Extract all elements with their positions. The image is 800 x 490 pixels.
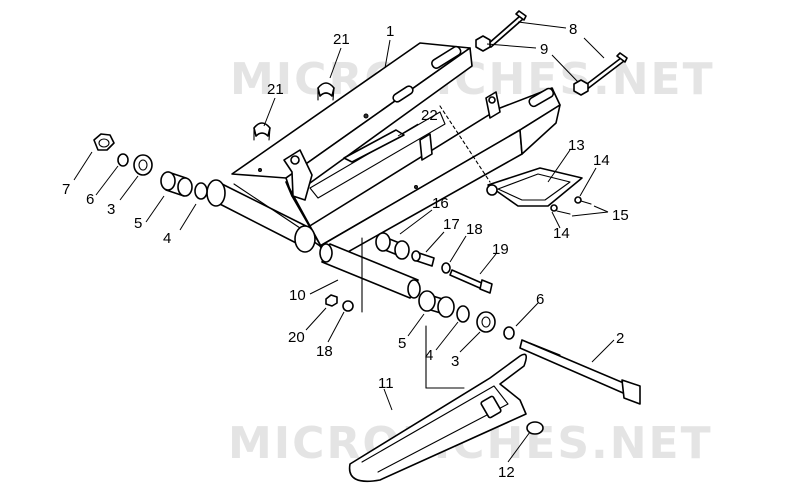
spacer-17 <box>411 250 435 267</box>
callout-19: 19 <box>492 241 509 258</box>
callout-4-left: 4 <box>163 230 171 247</box>
washer-18-upper <box>441 262 451 274</box>
callout-20: 20 <box>288 329 305 346</box>
callout-15: 15 <box>612 207 629 224</box>
callout-1: 1 <box>386 23 394 40</box>
callout-18-lower: 18 <box>316 343 333 360</box>
callout-3-left: 3 <box>107 201 115 218</box>
washer-6-right <box>503 326 515 340</box>
callout-8: 8 <box>569 21 577 38</box>
callout-17: 17 <box>443 216 460 233</box>
nut-20 <box>325 294 338 307</box>
callout-9: 9 <box>540 41 548 58</box>
bearing-3-right <box>476 311 496 333</box>
oring-4-right <box>456 305 470 323</box>
plate-22 <box>343 129 405 163</box>
nut-9-lower <box>573 79 589 96</box>
screw-14-lower <box>550 204 571 215</box>
callout-14-lower: 14 <box>553 225 570 242</box>
bolt-8-upper <box>487 10 527 48</box>
swingarm <box>206 42 561 263</box>
callout-22: 22 <box>421 107 438 124</box>
callout-11: 11 <box>378 375 394 392</box>
oring-4-left <box>194 182 208 200</box>
washer-6-left <box>117 153 129 167</box>
callout-21-lower: 21 <box>267 81 284 98</box>
callout-6-right: 6 <box>536 291 544 308</box>
washer-18-lower <box>342 300 354 312</box>
clamp-21-upper <box>317 82 335 101</box>
bushing-16 <box>375 232 410 260</box>
bolt-19 <box>449 269 493 294</box>
clamp-21-lower <box>253 122 271 141</box>
callout-13: 13 <box>568 137 585 154</box>
axle-bolt-2 <box>519 339 641 405</box>
callout-3-right: 3 <box>451 353 459 370</box>
bushing-5-left <box>160 171 193 197</box>
callout-5-left: 5 <box>134 215 142 232</box>
callout-18-upper: 18 <box>466 221 483 238</box>
shaft-10 <box>319 243 421 299</box>
callout-6-left: 6 <box>86 191 94 208</box>
leader-lines <box>73 21 615 463</box>
callout-12: 12 <box>498 464 515 481</box>
bearing-3-left <box>133 154 153 176</box>
callout-14-upper: 14 <box>593 152 610 169</box>
nut-9-upper <box>475 35 491 52</box>
callout-21-upper: 21 <box>333 31 350 48</box>
screw-14-upper <box>574 196 592 205</box>
bracket-13 <box>486 167 583 207</box>
callout-labels: 1 2 3 3 4 4 5 5 6 6 7 8 9 10 11 12 13 14… <box>62 21 629 481</box>
callout-4-right: 4 <box>425 347 433 364</box>
callout-10: 10 <box>289 287 306 304</box>
chain-slider-11 <box>348 353 528 483</box>
pad-12 <box>526 421 544 435</box>
callout-7: 7 <box>62 181 70 198</box>
bushing-5-right <box>418 290 455 318</box>
callout-2: 2 <box>616 330 624 347</box>
callout-5-right: 5 <box>398 335 406 352</box>
nut-7 <box>93 133 115 151</box>
callout-16: 16 <box>432 195 449 212</box>
